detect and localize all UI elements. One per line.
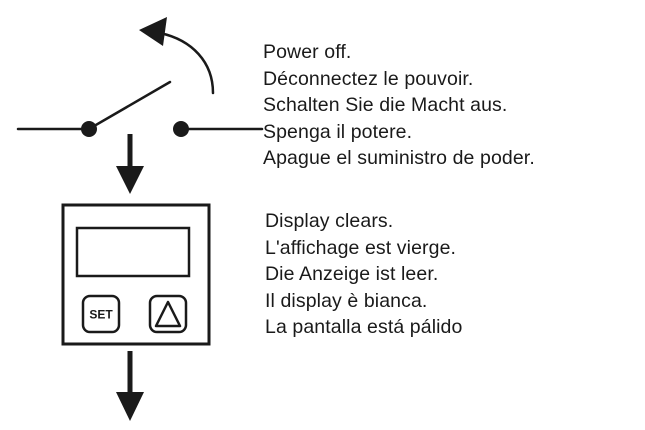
power-off-line-de: Schalten Sie die Macht aus. (263, 94, 508, 116)
set-button[interactable]: SET (81, 294, 121, 334)
down-arrow-icon (116, 134, 144, 194)
display-clears-line-es: La pantalla está pálido (265, 316, 463, 338)
power-off-instructions: Power off. Déconnectez le pouvoir. Schal… (263, 39, 535, 172)
power-off-line-es: Apague el suministro de poder. (263, 147, 535, 169)
power-off-line-it: Spenga il potere. (263, 120, 413, 143)
display-clears-line-de: Die Anzeige ist leer. (265, 263, 439, 285)
up-triangle-icon (154, 300, 182, 328)
switch-lever (87, 80, 172, 131)
display-clears-instructions: Display clears. L'affichage est vierge. … (265, 208, 462, 341)
curved-arrow-head (139, 17, 167, 46)
power-off-line-fr: Déconnectez le pouvoir. (263, 67, 474, 90)
up-button[interactable] (148, 294, 188, 334)
open-switch-icon (16, 80, 264, 137)
power-off-line-en: Power off. (263, 41, 352, 63)
set-button-label: SET (89, 308, 113, 322)
display-clears-line-it: Il display è bianca. (265, 289, 428, 312)
curved-arrow-icon (139, 17, 215, 95)
display-clears-line-fr: L'affichage est vierge. (265, 236, 457, 259)
display-window (75, 226, 191, 278)
down-arrow-icon (116, 351, 144, 421)
display-clears-line-en: Display clears. (265, 210, 394, 232)
curved-arrow-arc (158, 31, 215, 95)
controller-device: SET (61, 203, 211, 346)
